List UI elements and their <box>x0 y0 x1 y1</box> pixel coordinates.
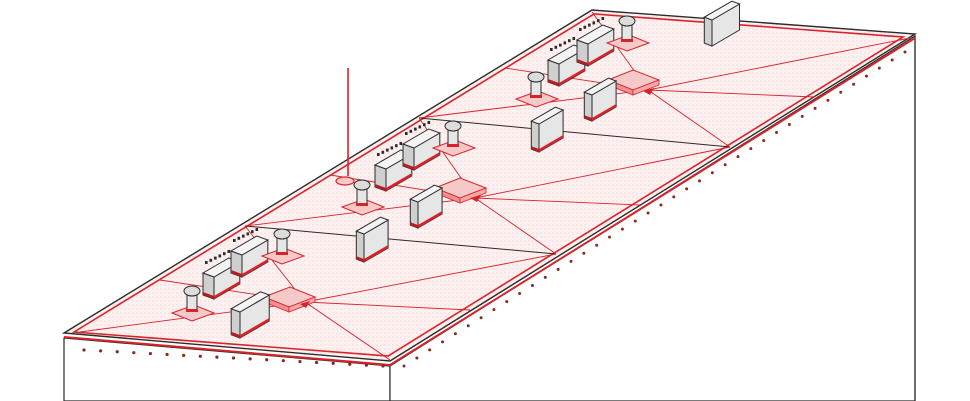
roof-drain-1 <box>262 286 317 313</box>
fastener-dot <box>298 359 302 364</box>
fastener-dot <box>749 147 753 151</box>
fastener-dot <box>839 90 843 94</box>
fastener-dot <box>381 364 385 368</box>
fastener-dot <box>723 163 727 167</box>
exhaust-fan <box>260 228 306 265</box>
fastener-dot <box>453 332 457 336</box>
ductwork-box <box>409 184 444 229</box>
fastener-dot <box>466 324 470 328</box>
fastener-dot <box>348 362 352 366</box>
fastener-dot <box>646 211 650 215</box>
fastener-dot <box>530 283 534 287</box>
fastener-dot <box>148 351 153 356</box>
fastener-dot <box>890 58 894 62</box>
fastener-dot <box>787 122 791 126</box>
fastener-dot <box>479 316 483 320</box>
fastener-dot <box>569 259 573 263</box>
exhaust-fan <box>340 179 386 216</box>
fastener-dot <box>132 351 136 355</box>
ductwork-box <box>355 216 390 263</box>
fastener-dot <box>281 359 285 363</box>
fastener-dot <box>543 275 547 279</box>
ductwork-box <box>703 0 741 47</box>
equipment-layer <box>170 0 741 339</box>
fastener-dot <box>556 267 560 271</box>
fastener-dot <box>518 292 522 296</box>
fastener-dot <box>826 98 830 102</box>
fastener-dot <box>659 203 663 207</box>
fastener-dot <box>182 353 186 357</box>
parapet-side <box>389 37 916 366</box>
fastener-dots <box>82 50 907 368</box>
fastener-dot <box>697 179 701 183</box>
fastener-dot <box>364 363 368 367</box>
fastener-dot <box>248 357 252 361</box>
fastener-dot <box>608 235 612 239</box>
exhaust-fan <box>605 15 651 52</box>
roof-surface <box>61 9 918 366</box>
fastener-dot <box>595 243 599 247</box>
riser-base <box>335 176 355 186</box>
fastener-dot <box>505 300 509 304</box>
fastener-dot <box>813 106 817 110</box>
bay-line-1 <box>244 225 557 255</box>
fastener-dot <box>685 187 689 191</box>
fastener-dot <box>231 356 236 360</box>
hvac-unit <box>401 121 441 171</box>
drain-arrow-icon <box>643 88 654 95</box>
fastener-dot <box>852 82 856 86</box>
fastener-dot <box>864 74 868 78</box>
fastener-dot <box>198 354 202 358</box>
hvac-unit <box>229 228 269 278</box>
building-walls <box>63 34 916 401</box>
bay-line-2 <box>418 117 731 148</box>
valley-2d <box>474 197 641 206</box>
ductwork-box <box>583 77 618 122</box>
exhaust-fan <box>514 71 560 108</box>
fastener-dot <box>800 114 804 118</box>
fastener-dot <box>736 155 740 159</box>
fastener-dot <box>165 352 169 357</box>
ductwork-box <box>230 291 271 339</box>
fastener-dot <box>903 50 907 54</box>
fastener-dot <box>775 131 779 135</box>
roof-deck <box>61 9 918 362</box>
exhaust-fan <box>170 285 216 322</box>
fastener-dot <box>402 364 406 368</box>
valley-3d <box>647 89 816 98</box>
fastener-dot <box>710 171 714 175</box>
fastener-dot <box>492 308 496 312</box>
fastener-dot <box>762 139 766 143</box>
roof-drains <box>262 69 661 313</box>
fastener-dot <box>428 348 432 352</box>
exhaust-fan <box>431 120 477 157</box>
ductwork-box <box>530 106 565 153</box>
hvac-unit <box>575 17 615 67</box>
fastener-dot <box>441 340 445 344</box>
fastener-dot <box>314 360 319 365</box>
fastener-dot <box>82 348 86 352</box>
fastener-dot <box>215 355 219 359</box>
fastener-dot <box>99 349 103 353</box>
drain-arrow-icon <box>470 195 481 202</box>
fastener-dot <box>415 356 419 360</box>
fastener-dot <box>331 361 335 365</box>
pipe-riser <box>335 68 355 186</box>
fastener-dot <box>265 358 269 362</box>
fastener-dot <box>672 195 676 199</box>
fastener-dot <box>877 66 881 70</box>
fastener-dot <box>620 227 624 231</box>
bay-divisions <box>244 117 731 255</box>
valley-1d <box>304 301 471 311</box>
fastener-dot <box>115 350 119 354</box>
fastener-dot <box>582 251 586 255</box>
drain-arrow-icon <box>300 301 310 308</box>
fastener-dot <box>633 219 637 223</box>
parapet-front <box>63 336 391 366</box>
